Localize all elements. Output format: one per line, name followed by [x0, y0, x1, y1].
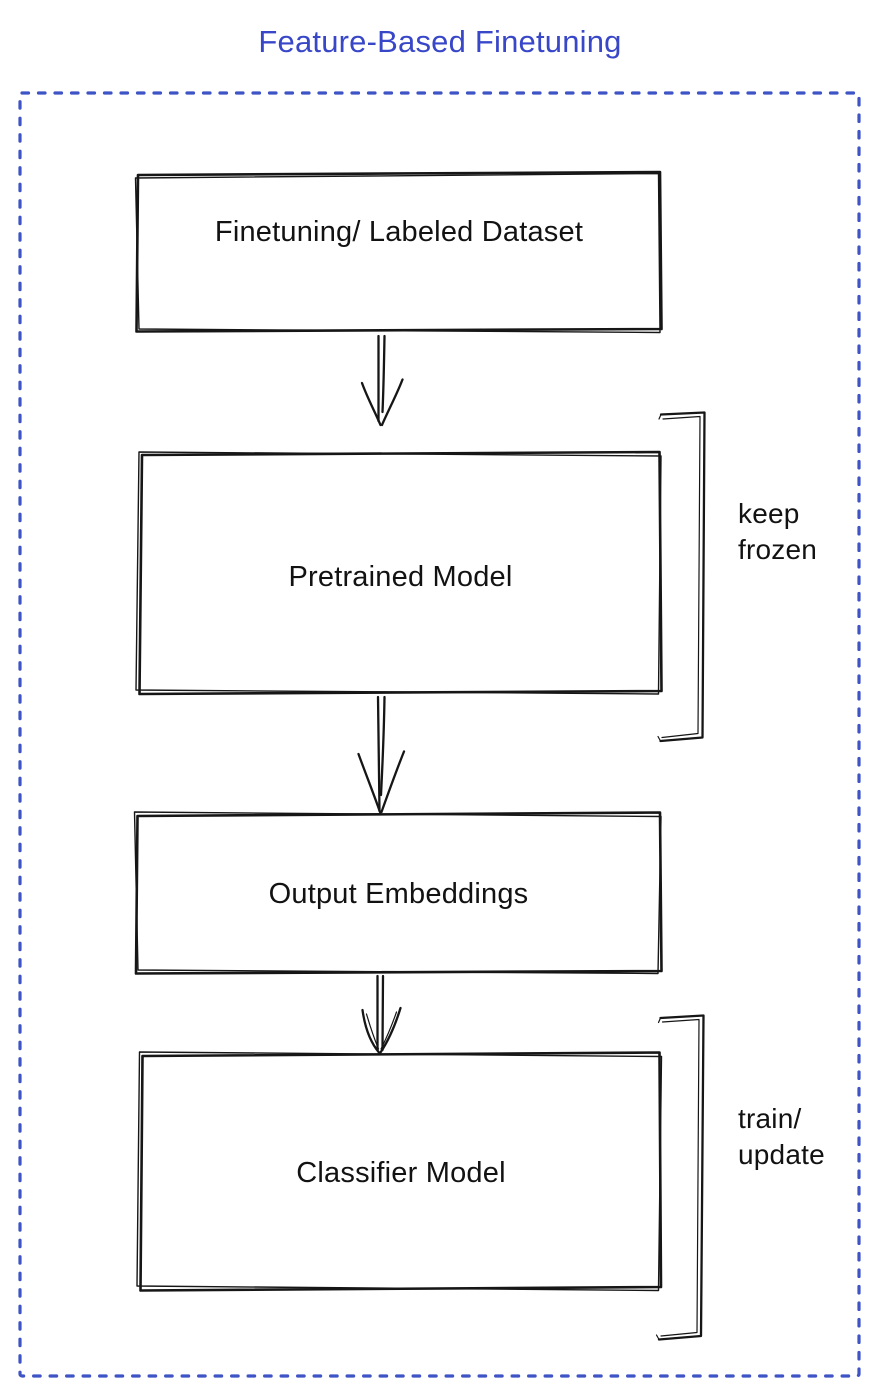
bracket-train-update — [655, 1014, 705, 1341]
node-box-output-embeddings — [133, 811, 663, 975]
diagram-boundary — [18, 91, 861, 1378]
arrow-pretrained-to-output — [357, 695, 406, 814]
diagram-title: Feature-Based Finetuning — [258, 24, 622, 59]
annotation-keep-frozen: keep frozen — [738, 498, 818, 565]
arrow-output-to-classifier — [361, 974, 402, 1054]
node-box-classifier-model — [136, 1051, 663, 1292]
node-box-finetuning-dataset — [134, 170, 663, 334]
arrow-dataset-to-pretrained — [360, 334, 404, 427]
bracket-keep-frozen — [657, 411, 706, 743]
annotation-train-update: train/ update — [738, 1103, 825, 1170]
node-box-pretrained-model — [135, 450, 663, 696]
